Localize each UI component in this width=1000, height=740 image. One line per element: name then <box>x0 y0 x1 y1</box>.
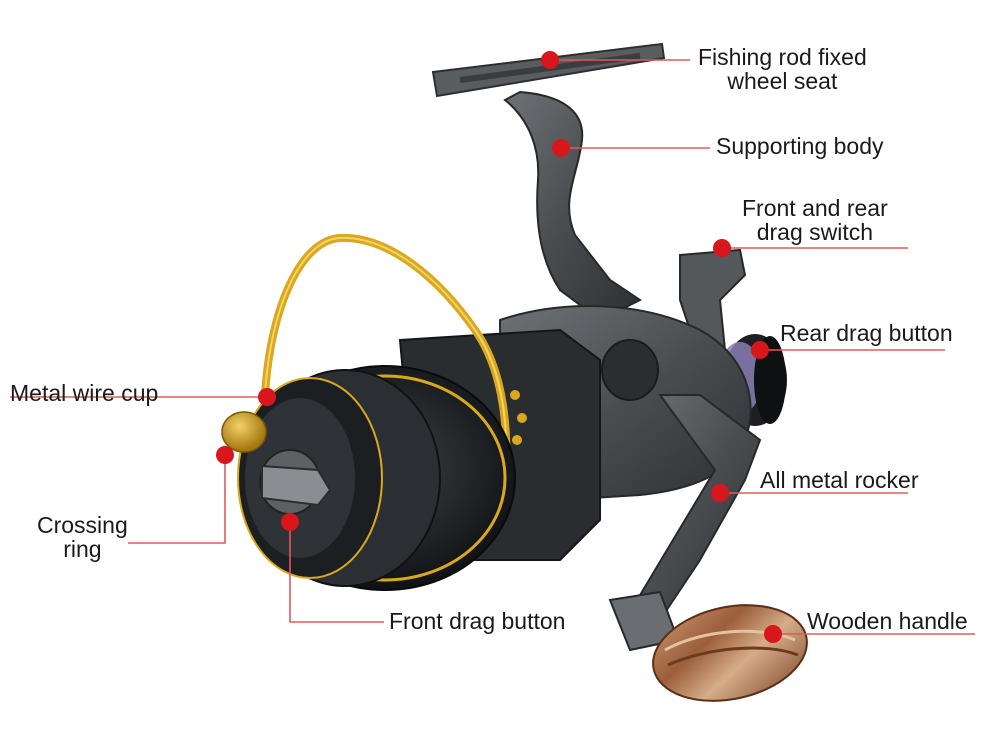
label-line: Metal wire cup <box>10 380 159 406</box>
spool-part <box>237 365 516 591</box>
crank-arm-part <box>628 394 762 622</box>
label-line: Front and rear <box>742 195 888 221</box>
leader-crossing-ring <box>128 455 226 544</box>
leader-front-drag <box>289 522 384 623</box>
label-line: Wooden handle <box>807 608 968 634</box>
marker-rear-drag <box>751 341 769 359</box>
label-line: Fishing rod fixed <box>698 44 867 70</box>
label-drag-switch: Front and rear drag switch <box>742 196 888 244</box>
label-rod-seat: Fishing rod fixed wheel seat <box>698 45 867 93</box>
label-line: Crossing <box>37 512 128 538</box>
marker-wire-cup <box>258 388 276 406</box>
label-handle: Wooden handle <box>807 609 968 633</box>
label-line: Front drag button <box>389 608 566 634</box>
markers <box>216 51 782 643</box>
bail-knob-part <box>221 411 267 453</box>
supporting-arm-part <box>503 90 642 322</box>
marker-front-drag <box>281 513 299 531</box>
marker-crossing-ring <box>216 446 234 464</box>
leader-lines <box>10 59 975 635</box>
marker-drag-switch <box>713 239 731 257</box>
label-crossing-ring: Crossing ring <box>37 513 128 561</box>
marker-rocker <box>711 484 729 502</box>
label-line: Supporting body <box>716 133 884 159</box>
label-line: drag switch <box>756 219 874 245</box>
label-line: ring <box>63 536 102 562</box>
label-front-drag: Front drag button <box>389 609 565 633</box>
marker-handle <box>764 625 782 643</box>
label-rocker: All metal rocker <box>760 468 918 492</box>
gear-port-part <box>601 339 659 401</box>
label-wire-cup: Metal wire cup <box>10 381 158 405</box>
label-line: All metal rocker <box>760 467 919 493</box>
label-line: Rear drag button <box>780 320 953 346</box>
label-line: wheel seat <box>727 68 838 94</box>
label-support: Supporting body <box>716 134 884 158</box>
marker-rod-seat <box>541 51 559 69</box>
marker-support <box>552 139 570 157</box>
label-rear-drag: Rear drag button <box>780 321 953 345</box>
wooden-handle-part <box>652 604 808 702</box>
